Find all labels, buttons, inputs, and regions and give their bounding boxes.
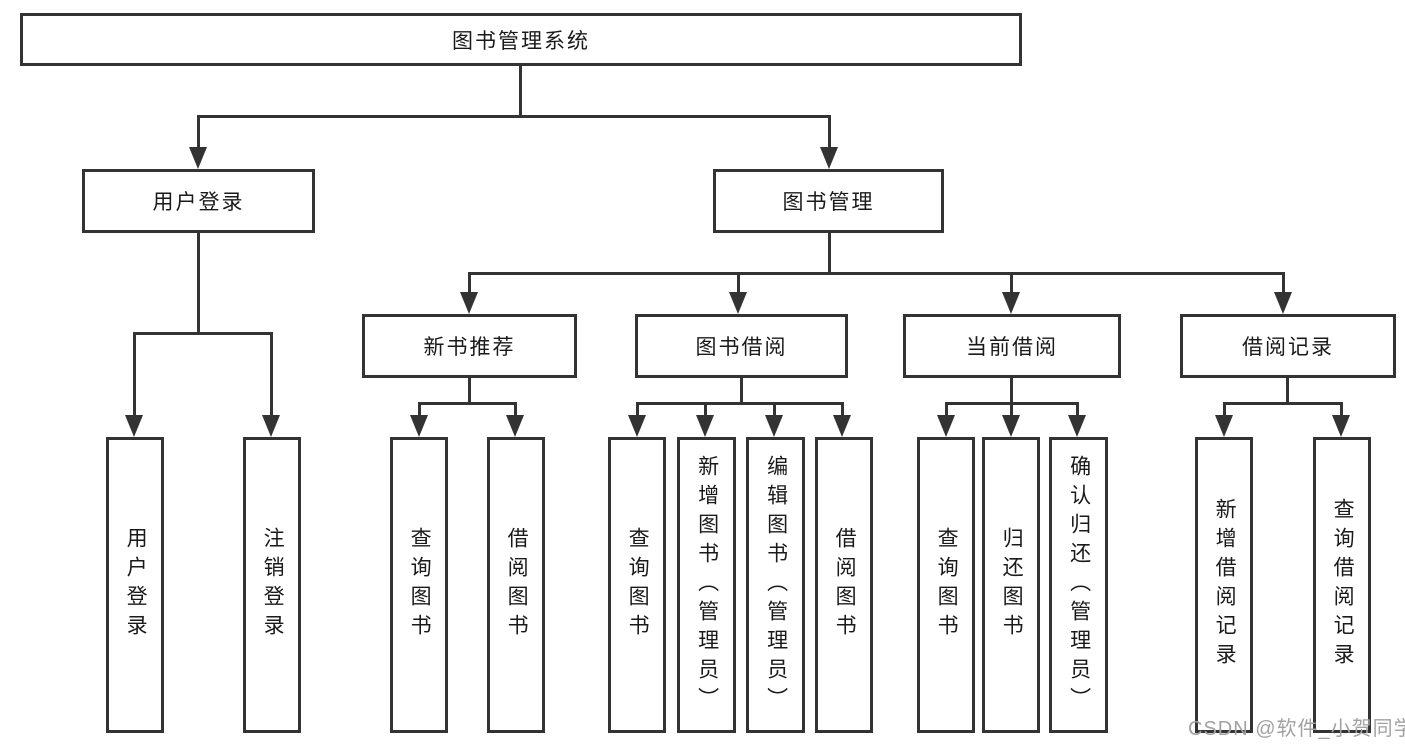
arrow-book-borrowing-shaft xyxy=(737,272,740,292)
node-current-borrowing: 当前借阅 xyxy=(903,314,1121,378)
node-book-borrowing-label: 图书借阅 xyxy=(695,336,788,359)
leaf-query-books-current: 查询图书 xyxy=(917,437,975,733)
node-new-book-recommend: 新书推荐 xyxy=(362,314,577,378)
connector-new-book-recommend-stem xyxy=(468,378,471,405)
arrow-borrowing-records-shaft xyxy=(1282,272,1285,292)
leaf-add-book-admin: 新增图书（管理员） xyxy=(677,437,736,733)
node-borrowing-records: 借阅记录 xyxy=(1180,314,1396,378)
arrow-query-books-current-shaft xyxy=(945,402,948,415)
connector-book-management-stem xyxy=(828,233,831,275)
arrow-book-management-shaft xyxy=(828,115,831,147)
arrow-return-book-head xyxy=(1002,415,1020,437)
leaf-logout: 注销登录 xyxy=(243,437,301,733)
leaf-query-books-recommend: 查询图书 xyxy=(390,437,448,733)
node-root-label: 图书管理系统 xyxy=(452,29,590,53)
arrow-query-borrow-record-shaft xyxy=(1340,402,1343,415)
arrow-confirm-return-admin-shaft xyxy=(1076,402,1079,415)
leaf-edit-book-admin: 编辑图书（管理员） xyxy=(746,437,805,733)
arrow-confirm-return-admin-head xyxy=(1068,415,1086,437)
connector-book-management-bus xyxy=(468,272,1285,275)
arrow-book-management-head xyxy=(820,147,838,169)
arrow-add-borrow-record-shaft xyxy=(1223,402,1226,415)
arrow-borrowing-records-head xyxy=(1274,292,1292,314)
connector-user-login-stem xyxy=(197,233,200,335)
node-book-management: 图书管理 xyxy=(713,169,944,233)
leaf-borrow-books-borrowing: 借阅图书 xyxy=(815,437,873,733)
arrow-book-borrowing-head xyxy=(729,292,747,314)
connector-borrowing-records-bus xyxy=(1223,402,1343,405)
connector-book-borrowing-bus xyxy=(636,402,844,405)
node-user-login-label: 用户登录 xyxy=(152,191,245,214)
arrow-current-borrowing-head xyxy=(1002,292,1020,314)
arrow-borrow-books-borrowing-shaft xyxy=(841,402,844,415)
node-current-borrowing-label: 当前借阅 xyxy=(966,336,1058,359)
leaf-query-borrow-record: 查询借阅记录 xyxy=(1313,437,1371,733)
arrow-add-borrow-record-head xyxy=(1215,415,1233,437)
arrow-query-books-borrowing-shaft xyxy=(636,402,639,415)
arrow-add-book-admin-shaft xyxy=(704,402,707,415)
arrow-query-books-borrowing-head xyxy=(628,415,646,437)
leaf-return-book: 归还图书 xyxy=(982,437,1040,733)
connector-new-book-recommend-bus xyxy=(418,402,517,405)
arrow-new-book-recommend-head xyxy=(460,292,478,314)
arrow-query-books-recommend-shaft xyxy=(418,402,421,415)
connector-root-bus xyxy=(197,115,831,118)
leaf-add-borrow-record: 新增借阅记录 xyxy=(1195,437,1253,733)
arrow-user-login-shaft xyxy=(197,115,200,147)
node-book-management-label: 图书管理 xyxy=(782,191,875,214)
leaf-query-books-borrowing: 查询图书 xyxy=(608,437,666,733)
arrow-query-books-recommend-head xyxy=(410,415,428,437)
arrow-query-books-current-head xyxy=(937,415,955,437)
connector-book-borrowing-stem xyxy=(740,378,743,405)
arrow-leaf-user-login-head xyxy=(125,415,143,437)
arrow-leaf-logout-shaft xyxy=(270,332,273,415)
arrow-leaf-logout-head xyxy=(262,415,280,437)
arrow-borrow-books-recommend-head xyxy=(506,415,524,437)
watermark: CSDN @软件_小贺同学 xyxy=(1188,718,1405,740)
leaf-user-login: 用户登录 xyxy=(106,437,164,733)
node-user-login: 用户登录 xyxy=(82,169,315,233)
arrow-leaf-user-login-shaft xyxy=(133,332,136,415)
node-new-book-recommend-label: 新书推荐 xyxy=(423,336,516,359)
arrow-current-borrowing-shaft xyxy=(1010,272,1013,292)
connector-borrowing-records-stem xyxy=(1286,378,1289,405)
arrow-return-book-shaft xyxy=(1010,402,1013,415)
arrow-add-book-admin-head xyxy=(696,415,714,437)
node-root: 图书管理系统 xyxy=(20,13,1022,66)
arrow-edit-book-admin-shaft xyxy=(773,402,776,415)
arrow-user-login-head xyxy=(189,147,207,169)
connector-user-login-bus xyxy=(133,332,273,335)
arrow-query-borrow-record-head xyxy=(1332,415,1350,437)
arrow-new-book-recommend-shaft xyxy=(468,272,471,292)
node-book-borrowing: 图书借阅 xyxy=(635,314,848,378)
leaf-borrow-books-recommend: 借阅图书 xyxy=(487,437,545,733)
arrow-borrow-books-recommend-shaft xyxy=(514,402,517,415)
arrow-borrow-books-borrowing-head xyxy=(833,415,851,437)
connector-current-borrowing-stem xyxy=(1010,378,1013,405)
leaf-confirm-return-admin: 确认归还（管理员） xyxy=(1049,437,1108,733)
arrow-edit-book-admin-head xyxy=(765,415,783,437)
node-borrowing-records-label: 借阅记录 xyxy=(1242,336,1334,359)
connector-root-stem xyxy=(519,66,522,118)
